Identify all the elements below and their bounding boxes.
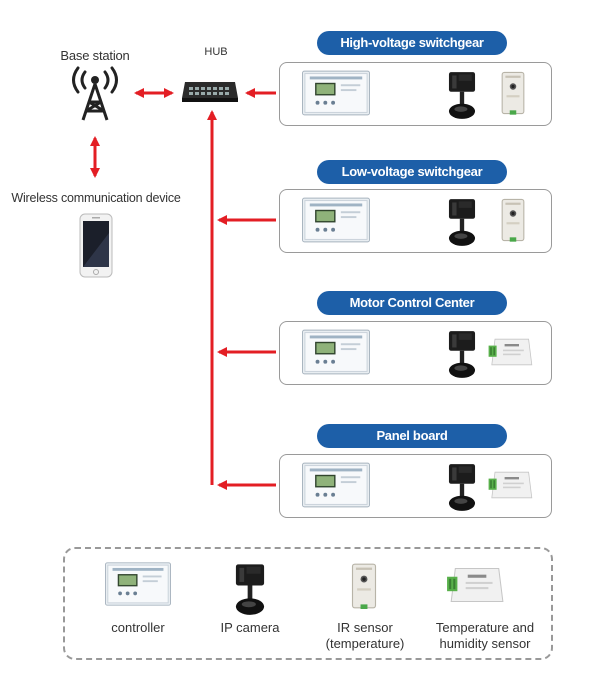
base-station-label: Base station xyxy=(60,48,130,63)
controller-icon xyxy=(302,197,370,248)
legend-ir-sensor-icon xyxy=(350,563,378,614)
legend-ip-camera-icon xyxy=(231,562,269,621)
section-title-motor-control: Motor Control Center xyxy=(317,291,507,315)
smartphone-icon xyxy=(79,213,113,278)
hub-icon xyxy=(182,82,238,102)
ir-sensor-icon xyxy=(500,71,526,120)
ip-camera-icon xyxy=(444,462,480,517)
temperature-humidity-sensor-icon xyxy=(487,468,535,507)
ip-camera-icon xyxy=(444,329,480,384)
hub-label: HUB xyxy=(204,46,228,58)
legend-label-controller: controller xyxy=(111,620,165,635)
ir-sensor-icon xyxy=(500,198,526,247)
section-title-panel-board: Panel board xyxy=(317,424,507,448)
controller-icon xyxy=(302,329,370,380)
ip-camera-icon xyxy=(444,70,480,125)
section-title-low-voltage: Low-voltage switchgear xyxy=(317,160,507,184)
section-title-high-voltage: High-voltage switchgear xyxy=(317,31,507,55)
controller-icon xyxy=(302,70,370,121)
legend-label-ir-sensor: IR sensor(temperature) xyxy=(325,620,405,651)
wireless-label: Wireless communication device xyxy=(11,191,181,205)
controller-icon xyxy=(302,462,370,513)
legend-th-sensor-icon xyxy=(445,563,507,612)
temperature-humidity-sensor-icon xyxy=(487,335,535,374)
ip-camera-icon xyxy=(444,197,480,252)
base-station-icon xyxy=(72,66,118,121)
legend-box xyxy=(63,547,553,660)
legend-controller-icon xyxy=(105,561,171,612)
legend-label-ip-camera: IP camera xyxy=(220,620,280,635)
